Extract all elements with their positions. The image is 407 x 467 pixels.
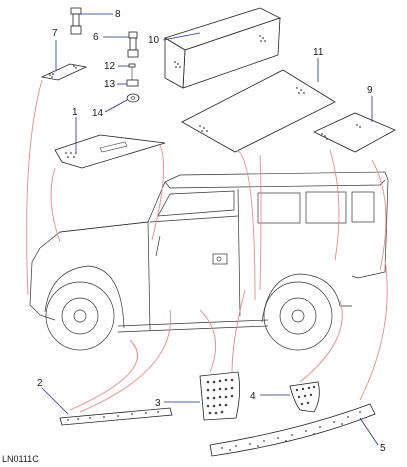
part-6-stud xyxy=(103,31,139,58)
part-2-sill-strip xyxy=(41,387,173,426)
callout-11: 11 xyxy=(313,47,324,58)
part-11-sheet xyxy=(181,58,336,153)
callout-9: 9 xyxy=(367,85,373,96)
part-5-strip xyxy=(209,403,379,457)
part-12-screw xyxy=(118,63,136,80)
part-7-plate xyxy=(40,40,88,81)
callout-6: 6 xyxy=(93,32,99,43)
callout-14: 14 xyxy=(92,108,104,119)
location-curves xyxy=(26,79,388,413)
callout-8: 8 xyxy=(115,9,121,20)
part-8-stud xyxy=(70,7,113,35)
part-1-bracket xyxy=(54,117,166,169)
callout-7: 7 xyxy=(52,28,58,39)
callout-1: 1 xyxy=(72,107,78,118)
part-10-sheet xyxy=(162,7,282,89)
part-4-panel xyxy=(260,381,320,413)
vehicle-outline xyxy=(29,171,389,351)
part-9-sheet xyxy=(313,96,396,153)
callout-13: 13 xyxy=(104,79,116,90)
callout-3: 3 xyxy=(155,398,161,409)
part-3-panel xyxy=(164,371,240,421)
callout-2: 2 xyxy=(37,378,43,389)
callout-5: 5 xyxy=(380,443,386,454)
part-13-nut xyxy=(117,79,139,87)
diagram-code: LN0111C xyxy=(2,454,39,464)
part-14-washer xyxy=(104,93,140,113)
callout-10: 10 xyxy=(148,35,160,46)
callout-12: 12 xyxy=(104,61,116,72)
callout-4: 4 xyxy=(250,391,256,402)
